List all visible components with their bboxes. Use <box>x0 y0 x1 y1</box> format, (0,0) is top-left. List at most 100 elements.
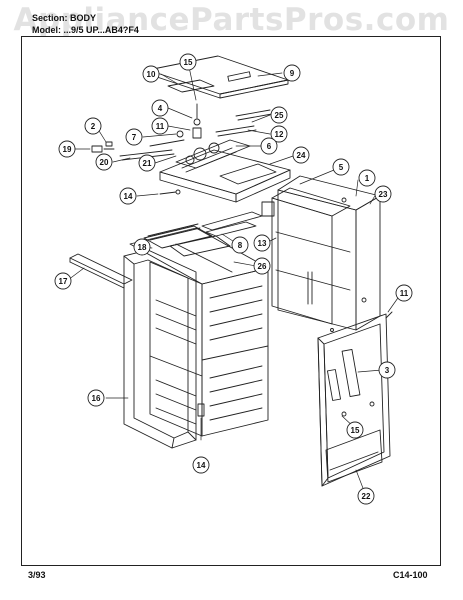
callout-17: 17 <box>54 272 72 290</box>
callout-circle <box>138 154 156 172</box>
callout-number: 4 <box>158 104 163 113</box>
section-label: Section: BODY <box>32 13 97 23</box>
callout-circle <box>87 389 105 407</box>
callout-number: 5 <box>339 163 344 172</box>
front-panel-drawing <box>317 311 393 487</box>
callout-19: 19 <box>58 140 76 158</box>
callout-number: 15 <box>184 58 193 67</box>
callout-number: 10 <box>147 70 156 79</box>
callout-number: 26 <box>258 262 267 271</box>
callout-18: 18 <box>133 238 151 256</box>
callout-11: 11 <box>395 284 413 302</box>
callout-25: 25 <box>270 106 288 124</box>
callout-number: 24 <box>297 151 306 160</box>
callout-number: 15 <box>351 426 360 435</box>
callout-circle <box>192 456 210 474</box>
callout-circle <box>253 234 271 252</box>
callout-circle <box>358 169 376 187</box>
callout-number: 14 <box>124 192 133 201</box>
callout-circle <box>332 158 350 176</box>
top-panel-drawing <box>147 55 289 99</box>
callout-circle <box>283 64 301 82</box>
callout-number: 23 <box>379 190 388 199</box>
callout-number: 12 <box>275 130 284 139</box>
callout-16: 16 <box>87 389 105 407</box>
callout-number: 21 <box>143 159 152 168</box>
callout-13: 13 <box>253 234 271 252</box>
callout-14: 14 <box>192 456 210 474</box>
side-strip-drawing <box>69 253 133 289</box>
callout-8: 8 <box>231 236 249 254</box>
callout-3: 3 <box>378 361 396 379</box>
callout-10: 10 <box>142 65 160 83</box>
callout-number: 19 <box>63 145 72 154</box>
callout-number: 16 <box>92 394 101 403</box>
callout-14: 14 <box>119 187 137 205</box>
rack-supports <box>155 285 263 425</box>
callout-21: 21 <box>138 154 156 172</box>
callout-circle <box>151 99 169 117</box>
callout-7: 7 <box>125 128 143 146</box>
callout-12: 12 <box>270 125 288 143</box>
callout-number: 14 <box>197 461 206 470</box>
callout-number: 18 <box>138 243 147 252</box>
callout-number: 2 <box>91 122 96 131</box>
callout-number: 11 <box>400 289 409 298</box>
callout-circle <box>95 153 113 171</box>
callout-circle <box>119 187 137 205</box>
callout-circle <box>125 128 143 146</box>
callout-26: 26 <box>253 257 271 275</box>
callout-circle <box>151 117 169 135</box>
callout-6: 6 <box>260 137 278 155</box>
model-label: Model: ...9/5 UP...AB4?F4 <box>32 25 139 35</box>
insulation-box-drawing <box>271 175 381 331</box>
callout-bubbles: 10 15 9 4 25 2 7 11 12 19 6 20 21 24 14 5 1 23 8 13 18 26 17 11… <box>54 53 413 505</box>
callout-22: 22 <box>357 487 375 505</box>
footer-code: C14-100 <box>393 570 428 580</box>
callout-circle <box>231 236 249 254</box>
callout-9: 9 <box>283 64 301 82</box>
callout-number: 3 <box>385 366 390 375</box>
footer-date: 3/93 <box>28 570 46 580</box>
callout-circle <box>84 117 102 135</box>
callout-number: 1 <box>365 174 370 183</box>
callout-circle <box>260 137 278 155</box>
callout-circle <box>133 238 151 256</box>
callout-circle <box>346 421 364 439</box>
bracket-drawing <box>201 201 275 237</box>
callout-circle <box>54 272 72 290</box>
callout-circle <box>374 185 392 203</box>
callout-1: 1 <box>358 169 376 187</box>
callout-circle <box>357 487 375 505</box>
callout-circle <box>179 53 197 71</box>
callout-number: 9 <box>290 69 295 78</box>
callout-number: 11 <box>156 122 165 131</box>
callout-circle <box>270 106 288 124</box>
callout-circle <box>292 146 310 164</box>
callout-number: 22 <box>362 492 371 501</box>
diagram-frame <box>21 36 441 566</box>
callout-number: 7 <box>132 133 137 142</box>
callout-15: 15 <box>179 53 197 71</box>
callout-number: 17 <box>59 277 68 286</box>
callout-2: 2 <box>84 117 102 135</box>
callout-24: 24 <box>292 146 310 164</box>
callout-20: 20 <box>95 153 113 171</box>
callout-5: 5 <box>332 158 350 176</box>
callout-circle <box>270 125 288 143</box>
oven-cavity-drawing <box>129 223 269 437</box>
callout-number: 20 <box>100 158 109 167</box>
callout-circle <box>253 257 271 275</box>
small-parts-drawing <box>91 103 273 195</box>
callout-circle <box>142 65 160 83</box>
callout-number: 13 <box>258 239 267 248</box>
callout-number: 8 <box>238 241 243 250</box>
callout-15: 15 <box>346 421 364 439</box>
callout-circle <box>58 140 76 158</box>
callout-23: 23 <box>374 185 392 203</box>
callout-circle <box>378 361 396 379</box>
callout-circle <box>395 284 413 302</box>
callout-11: 11 <box>151 117 169 135</box>
